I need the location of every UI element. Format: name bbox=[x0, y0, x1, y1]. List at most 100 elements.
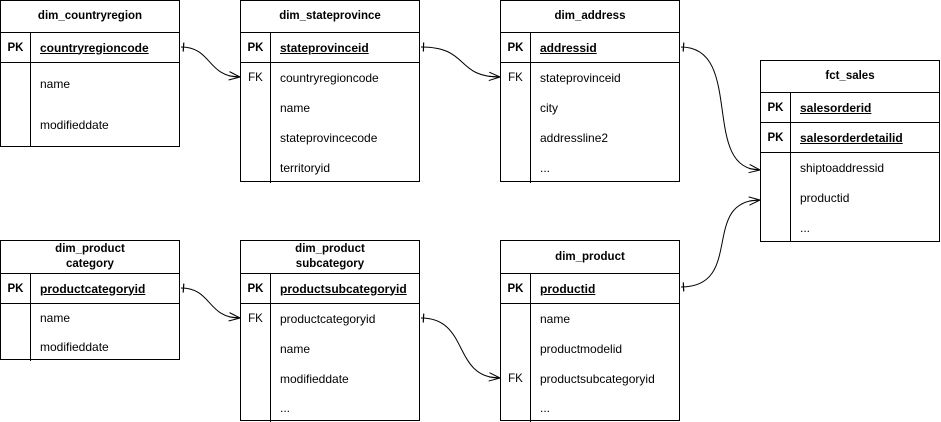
attribute-dim_productsubcategory-name: name bbox=[271, 334, 419, 364]
cardinality-many-marker-prong-0 bbox=[489, 377, 500, 378]
attribute-dim_productsubcategory-...: ... bbox=[271, 394, 419, 422]
attribute-dim_productsubcategory-productcategoryid: productcategoryid bbox=[271, 304, 419, 334]
entity-keycolumn-dim_productsubcategory: FK bbox=[241, 304, 271, 422]
entity-title-dim_address: dim_address bbox=[501, 1, 679, 33]
relationship-countryregion-to-stateprovince bbox=[181, 43, 240, 80]
attribute-dim_countryregion-countryregioncode: countryregioncode bbox=[31, 33, 179, 62]
attribute-dim_product-productsubcategoryid: productsubcategoryid bbox=[531, 364, 679, 394]
attribute-dim_productcategory-productcategoryid: productcategoryid bbox=[31, 274, 179, 303]
key-label-fct_sales-... bbox=[761, 213, 790, 242]
key-label-fct_sales-salesorderdetailid: PK bbox=[761, 123, 791, 152]
attribute-dim_product-productmodelid: productmodelid bbox=[531, 334, 679, 364]
key-label-dim_productcategory-modifieddate bbox=[1, 332, 30, 361]
attribute-dim_address-addressid: addressid bbox=[531, 33, 679, 62]
key-label-fct_sales-salesorderid: PK bbox=[761, 93, 791, 122]
relationship-productcategory-to-subcategory bbox=[181, 284, 240, 321]
key-label-dim_productsubcategory-... bbox=[241, 394, 270, 422]
key-label-dim_stateprovince-stateprovincecode bbox=[241, 123, 270, 153]
cardinality-many-marker-prong-1 bbox=[749, 200, 760, 205]
cardinality-many-marker-prong-1 bbox=[489, 77, 500, 81]
attribute-fct_sales-salesorderdetailid: salesorderdetailid bbox=[791, 123, 939, 152]
key-label-dim_countryregion-modifieddate bbox=[1, 104, 30, 146]
key-label-dim_countryregion-name bbox=[1, 63, 30, 104]
attribute-dim_countryregion-name: name bbox=[31, 63, 179, 104]
key-label-dim_product-name bbox=[501, 304, 530, 334]
relationship-subcategory-to-product bbox=[421, 314, 500, 382]
attribute-dim_address-addressline2: addressline2 bbox=[531, 123, 679, 153]
cardinality-many-marker-prong-1 bbox=[489, 378, 500, 381]
key-label-dim_stateprovince-name bbox=[241, 93, 270, 123]
key-label-dim_stateprovince-territoryid bbox=[241, 153, 270, 183]
key-label-dim_countryregion-countryregioncode: PK bbox=[1, 33, 31, 62]
attribute-dim_productsubcategory-productsubcategoryid: productsubcategoryid bbox=[271, 274, 419, 303]
attribute-fct_sales-...: ... bbox=[791, 213, 939, 242]
key-label-dim_address-stateprovinceid: FK bbox=[501, 63, 530, 93]
key-label-dim_productcategory-productcategoryid: PK bbox=[1, 274, 31, 303]
cardinality-many-marker-prong-2 bbox=[750, 164, 760, 170]
attribute-dim_productsubcategory-modifieddate: modifieddate bbox=[271, 364, 419, 394]
cardinality-many-marker-prong-1 bbox=[229, 77, 240, 80]
attribute-dim_stateprovince-name: name bbox=[271, 93, 419, 123]
attribute-dim_productcategory-modifieddate: modifieddate bbox=[31, 332, 179, 361]
relationship-line bbox=[421, 47, 500, 77]
attribute-dim_stateprovince-stateprovincecode: stateprovincecode bbox=[271, 123, 419, 153]
entity-title-dim_product: dim_product bbox=[501, 241, 679, 274]
cardinality-many-marker-prong-0 bbox=[749, 169, 760, 170]
key-label-fct_sales-shiptoaddressid bbox=[761, 153, 790, 183]
attribute-dim_stateprovince-countryregioncode: countryregioncode bbox=[271, 63, 419, 93]
attribute-dim_productcategory-name: name bbox=[31, 304, 179, 332]
entity-keycolumn-dim_address: FK bbox=[501, 63, 531, 183]
key-label-dim_address-... bbox=[501, 153, 530, 183]
cardinality-many-marker-prong-2 bbox=[230, 72, 240, 77]
entity-title-dim_stateprovince: dim_stateprovince bbox=[241, 1, 419, 33]
key-label-dim_stateprovince-stateprovinceid: PK bbox=[241, 33, 271, 62]
attribute-fct_sales-salesorderid: salesorderid bbox=[791, 93, 939, 122]
entity-keycolumn-dim_stateprovince: FK bbox=[241, 63, 271, 183]
attribute-dim_product-name: name bbox=[531, 304, 679, 334]
attribute-dim_stateprovince-stateprovinceid: stateprovinceid bbox=[271, 33, 419, 62]
key-label-dim_product-productmodelid bbox=[501, 334, 530, 364]
key-label-dim_productsubcategory-modifieddate bbox=[241, 364, 270, 394]
entity-keycolumn-fct_sales bbox=[761, 153, 791, 242]
attribute-dim_address-...: ... bbox=[531, 153, 679, 183]
key-label-dim_productcategory-name bbox=[1, 304, 30, 332]
relationship-stateprovince-to-address bbox=[421, 43, 500, 81]
relationship-line bbox=[681, 200, 760, 287]
cardinality-one-marker bbox=[183, 284, 184, 293]
relationship-line bbox=[421, 318, 500, 378]
cardinality-many-marker-prong-2 bbox=[749, 197, 760, 200]
key-label-fct_sales-productid bbox=[761, 183, 790, 213]
cardinality-many-marker-prong-1 bbox=[749, 170, 760, 173]
attribute-dim_product-productid: productid bbox=[531, 274, 679, 303]
entity-keycolumn-dim_product: FK bbox=[501, 304, 531, 422]
entity-keycolumn-dim_countryregion bbox=[1, 63, 31, 146]
entity-title-fct_sales: fct_sales bbox=[761, 61, 939, 93]
cardinality-one-marker bbox=[183, 43, 184, 52]
key-label-dim_product-productid: PK bbox=[501, 274, 531, 303]
entity-title-dim_countryregion: dim_countryregion bbox=[1, 1, 179, 33]
key-label-dim_productsubcategory-productcategoryid: FK bbox=[241, 304, 270, 334]
cardinality-many-marker-prong-0 bbox=[749, 200, 760, 201]
